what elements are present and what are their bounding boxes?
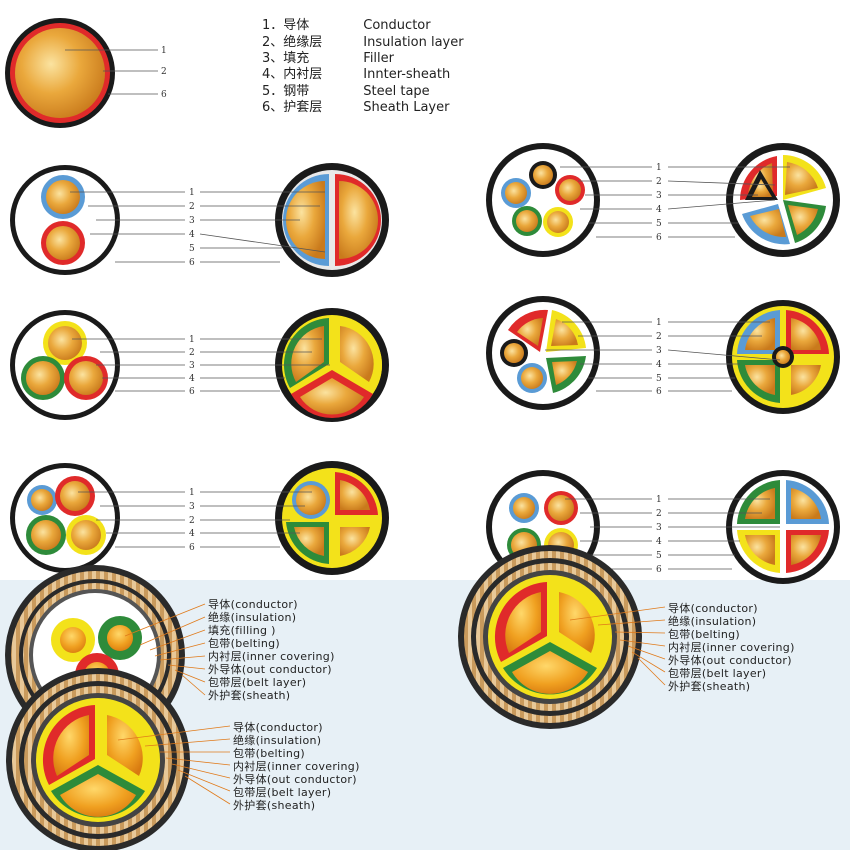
layer-number-label: 4 [656, 205, 662, 215]
armored-bottom-label-3: 包带(belting) [233, 747, 306, 760]
label-num-6: 6 [161, 90, 167, 100]
armored-left-label-4: 包带(belting) [208, 637, 281, 650]
number-column [124, 603, 206, 696]
armored-left-label-3: 填充(filling ) [208, 624, 276, 637]
layer-number-label: 3 [189, 361, 195, 371]
layer-number-label: 6 [656, 565, 662, 575]
layer-number-label: 2 [656, 177, 662, 187]
number-column: 1 2 3 4 6 [189, 335, 195, 397]
armored-bottom-label-4: 内衬层(inner covering) [233, 760, 360, 773]
layer-number-label: 6 [656, 233, 662, 243]
layer-number-label: 2 [656, 509, 662, 519]
layer-number-label: 2 [189, 202, 195, 212]
five-core-sector-cable [726, 470, 840, 584]
layer-number-label: 6 [189, 387, 195, 397]
leader-lines-row1-left [70, 191, 326, 263]
armored-bottom-label-7: 外护套(sheath) [233, 799, 316, 812]
number-column: 1 2 3 4 5 6 [656, 318, 662, 397]
number-column: 1 2 3 4 5 6 [656, 163, 662, 243]
number-column [560, 166, 790, 238]
two-core-cable-round [10, 165, 120, 275]
number-column [72, 338, 330, 392]
two-core-cable-sector [275, 163, 389, 277]
four-core-cable-sector [726, 143, 840, 257]
layer-number-label: 3 [189, 502, 195, 512]
number-column: 1 3 2 4 6 [189, 488, 195, 553]
armored-left-label-6: 外导体(out conductor) [208, 663, 332, 676]
layer-number-label: 5 [656, 219, 662, 229]
armored-bottom-label-5: 外导体(out conductor) [233, 773, 357, 786]
layer-number-label: 2 [189, 348, 195, 358]
number-column [117, 725, 231, 805]
armored-right-label-4: 内衬层(inner covering) [668, 641, 795, 654]
three-core-cable-round [10, 310, 120, 420]
number-column-row1-left: 1 2 3 4 5 6 [189, 188, 195, 268]
layer-number-label: 5 [189, 244, 195, 254]
layer-number-label: 3 [656, 346, 662, 356]
layer-number-label: 1 [656, 163, 662, 173]
number-column: 1 2 3 4 5 6 [656, 495, 662, 575]
armored-right-label-3: 包带(belting) [668, 628, 741, 641]
layer-number-label: 3 [189, 216, 195, 226]
three-plus-one-core-sector-cable [726, 300, 840, 414]
armored-left-label-5: 内衬层(inner covering) [208, 650, 335, 663]
armored-right-label-1: 导体(conductor) [668, 602, 758, 615]
four-core-cable-round [486, 143, 600, 257]
layer-number-label: 5 [656, 374, 662, 384]
layer-number-label: 6 [656, 387, 662, 397]
four-core-3plus1-sector-cable [275, 461, 389, 575]
label-num-1: 1 [161, 46, 167, 56]
armored-bottom-label-6: 包带层(belt layer) [233, 786, 332, 799]
number-column [545, 321, 781, 392]
layer-number-label: 1 [656, 495, 662, 505]
layer-number-label: 2 [656, 332, 662, 342]
layer-number-label: 3 [656, 191, 662, 201]
armored-left-label-7: 包带层(belt layer) [208, 676, 307, 689]
layer-number-label: 4 [656, 360, 662, 370]
layer-number-label: 4 [189, 374, 195, 384]
number-column [569, 606, 666, 686]
layer-number-label: 4 [189, 230, 195, 240]
layer-number-label: 1 [189, 335, 195, 345]
layer-number-label: 1 [189, 188, 195, 198]
layer-number-label: 1 [656, 318, 662, 328]
armored-bottom-label-2: 绝缘(insulation) [233, 734, 322, 747]
layer-number-label: 1 [189, 488, 195, 498]
armored-left-label-2: 绝缘(insulation) [208, 611, 297, 624]
armored-right-label-2: 绝缘(insulation) [668, 615, 757, 628]
layer-number-label: 6 [189, 543, 195, 553]
four-core-3plus1-round-cable [10, 463, 120, 573]
armored-left-label-1: 导体(conductor) [208, 598, 298, 611]
armored-three-sector-core-cable-bottom [6, 668, 190, 850]
three-plus-one-core-cable [486, 296, 600, 410]
number-column [78, 491, 312, 548]
armored-right-label-6: 包带层(belt layer) [668, 667, 767, 680]
layer-number-label: 2 [189, 516, 195, 526]
layer-number-label: 4 [656, 537, 662, 547]
armored-three-sector-core-cable [458, 545, 642, 729]
armored-bottom-label-1: 导体(conductor) [233, 721, 323, 734]
layer-number-label: 4 [189, 529, 195, 539]
three-core-cable-sector [275, 308, 389, 422]
single-core-cable [5, 18, 158, 128]
layer-number-label: 3 [656, 523, 662, 533]
layer-number-label: 5 [656, 551, 662, 561]
armored-right-label-7: 外护套(sheath) [668, 680, 751, 693]
armored-left-label-8: 外护套(sheath) [208, 689, 291, 702]
label-num-2: 2 [161, 67, 167, 77]
layer-number-label: 6 [189, 258, 195, 268]
armored-right-label-5: 外导体(out conductor) [668, 654, 792, 667]
